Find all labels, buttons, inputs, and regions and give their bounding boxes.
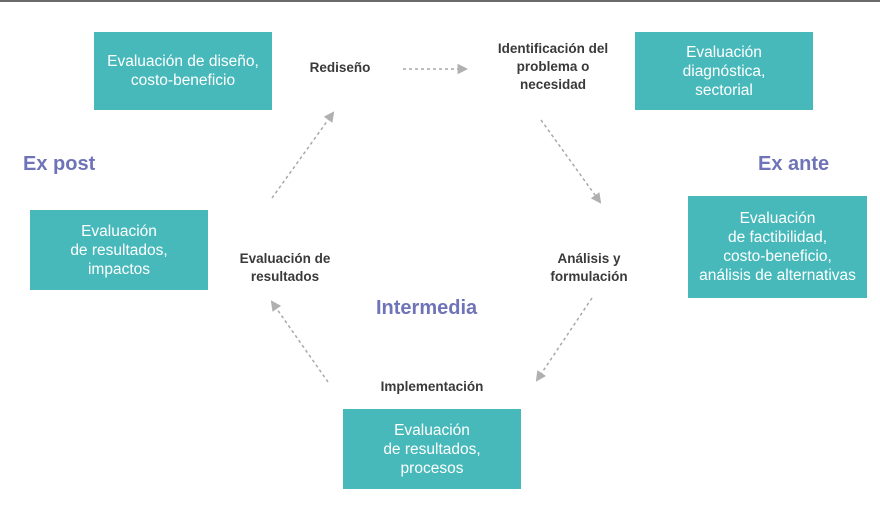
- phase-ex-post: Ex post: [23, 153, 96, 175]
- top-border-line: [0, 0, 880, 2]
- stage-identificacion: Identificación del problema o necesidad: [497, 41, 609, 92]
- arrow-analisis-to-implementacion: [535, 297, 593, 382]
- box-evaluacion-impactos: Evaluación de resultados, impactos: [30, 210, 208, 290]
- phase-intermedia: Intermedia: [376, 297, 478, 319]
- box-evaluacion-diseno: Evaluación de diseño, costo-beneficio: [94, 32, 272, 110]
- arrow-evaluacion-to-rediseno: [271, 111, 335, 199]
- stage-rediseno: Rediseño: [309, 60, 371, 75]
- stage-analisis-formulacion: Análisis y formulación: [550, 251, 628, 284]
- box-evaluacion-procesos: Evaluación de resultados, procesos: [343, 409, 521, 489]
- box-evaluacion-factibilidad: Evaluación de factibilidad, costo-benefi…: [688, 196, 867, 298]
- box-evaluacion-diagnostica: Evaluación diagnóstica, sectorial: [635, 32, 813, 110]
- arrow-implementacion-to-evaluacion: [270, 300, 329, 383]
- arrow-identificacion-to-analisis: [540, 119, 602, 204]
- stage-implementacion: Implementación: [380, 379, 484, 394]
- stage-evaluacion-resultados: Evaluación de resultados: [239, 251, 331, 284]
- phase-ex-ante: Ex ante: [758, 153, 830, 175]
